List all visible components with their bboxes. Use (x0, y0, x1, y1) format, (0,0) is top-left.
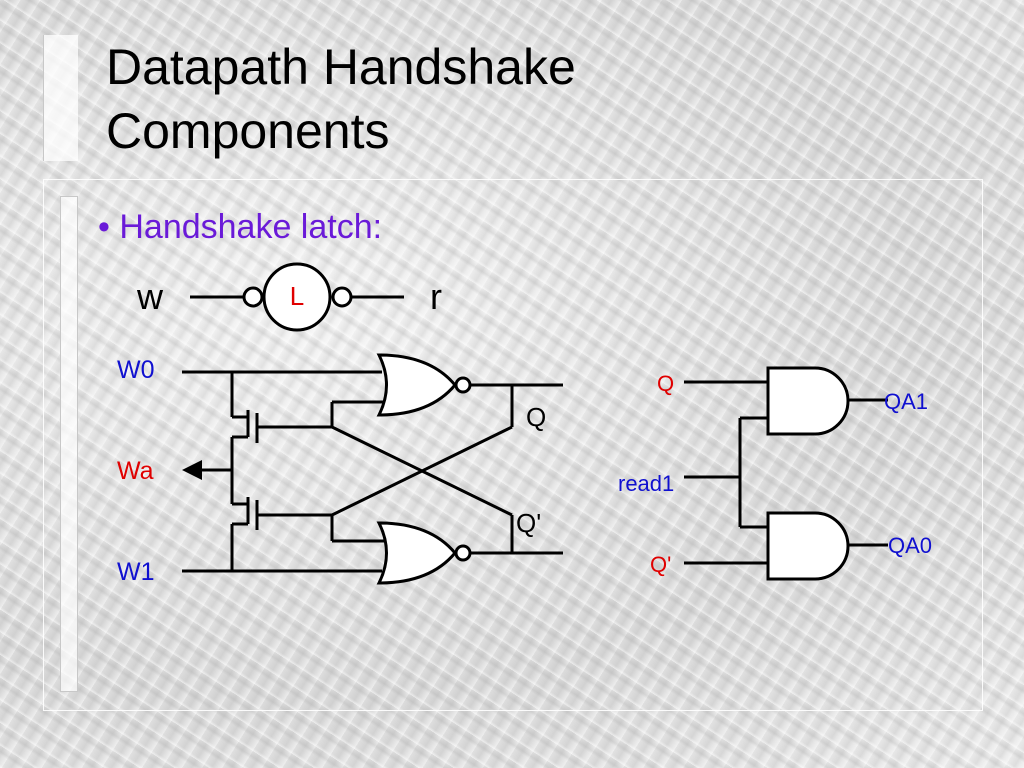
content-accent-bar (60, 196, 78, 692)
wa-label: Wa (117, 457, 154, 485)
and-gate-top (766, 366, 850, 436)
content-frame (43, 179, 983, 711)
bullet-handshake-latch: • Handshake latch: (98, 208, 383, 246)
qa1-label: QA1 (884, 389, 928, 414)
latch-symbol-output-label: r (430, 276, 442, 317)
w0-label: W0 (117, 356, 155, 384)
title-accent-bar (43, 35, 78, 161)
latch-symbol-output-bubble (331, 286, 353, 308)
read-q-label: Q (657, 371, 674, 396)
cross-couple-up (331, 425, 513, 517)
latch-symbol-body (262, 262, 332, 332)
nor-gate-top (376, 353, 472, 417)
q-label: Q (526, 402, 546, 432)
latch-symbol-input-label: w (136, 276, 164, 317)
and-gate-bottom (766, 511, 850, 581)
qa0-label: QA0 (888, 533, 932, 558)
latch-symbol-label: L (290, 281, 304, 311)
wa-arrow-icon (182, 460, 202, 480)
w1-label: W1 (117, 558, 155, 586)
nor-gate-bottom (376, 521, 472, 585)
qbar-label: Q' (516, 508, 541, 538)
slide-title: Datapath Handshake Components (106, 35, 986, 163)
title-line-2: Components (106, 103, 390, 159)
latch-wiring (182, 370, 563, 573)
read-qbar-label: Q' (650, 552, 671, 577)
latch-symbol (190, 262, 404, 332)
read-logic-wiring (684, 380, 888, 565)
read-enable-label: read1 (618, 471, 674, 496)
latch-symbol-input-bubble (242, 286, 264, 308)
title-line-1: Datapath Handshake (106, 39, 576, 95)
